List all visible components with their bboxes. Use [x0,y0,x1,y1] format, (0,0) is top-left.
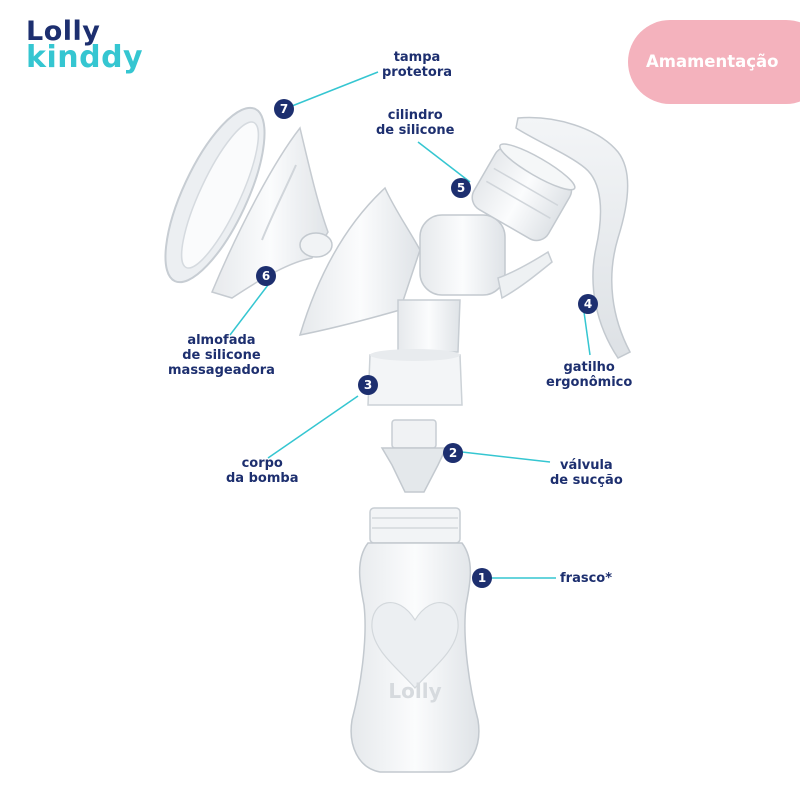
label-suction-valve-line-2: de sucção [550,473,623,488]
label-protective-cap-line-2: protetora [382,65,453,80]
badge-1: 1 [472,568,492,588]
label-ergonomic-handle-line-1: gatilho [563,360,615,375]
part-silicone-cylinder [471,143,576,242]
badge-5: 5 [451,178,471,198]
label-silicone-cylinder: cilindro de silicone [376,108,454,138]
label-pump-body: corpo da bomba [226,456,298,486]
label-silicone-cushion-line-3: massageadora [168,363,275,378]
part-pump-body [298,186,553,406]
part-silicone-cushion [210,126,333,299]
label-silicone-cylinder-line-1: cilindro [387,108,443,123]
leader-lines [229,71,591,579]
label-ergonomic-handle-line-2: ergonômico [546,375,633,390]
label-silicone-cushion-line-2: de silicone [182,348,261,363]
label-pump-body-line-1: corpo [241,456,283,471]
badge-6: 6 [256,266,276,286]
badge-4: 4 [578,294,598,314]
label-silicone-cylinder-line-2: de silicone [376,123,455,138]
label-silicone-cushion-line-1: almofada [187,333,256,348]
brand-line-1: Lolly [26,16,101,47]
label-suction-valve-line-1: válvula [560,458,613,473]
label-protective-cap: tampa protetora [382,50,452,80]
badge-2: 2 [443,443,463,463]
label-pump-body-line-2: da bomba [226,471,299,486]
part-suction-valve [380,419,448,493]
badge-7: 7 [274,99,294,119]
part-bottle: Lolly [350,507,480,773]
label-bottle: frasco* [560,571,612,586]
brand-logo: Lolly kinddy [26,18,143,73]
part-protective-cap [164,106,266,284]
label-protective-cap-line-1: tampa [393,50,441,65]
badge-3: 3 [358,375,378,395]
bottle-brand-text: Lolly [388,679,441,703]
label-ergonomic-handle: gatilho ergonômico [546,360,632,390]
brand-line-2: kinddy [26,40,144,75]
label-bottle-line-1: frasco* [560,571,613,586]
category-badge: Amamentação [628,20,800,104]
label-suction-valve: válvula de sucção [550,458,623,488]
label-silicone-cushion: almofada de silicone massageadora [168,333,275,378]
part-ergonomic-handle [515,116,632,359]
